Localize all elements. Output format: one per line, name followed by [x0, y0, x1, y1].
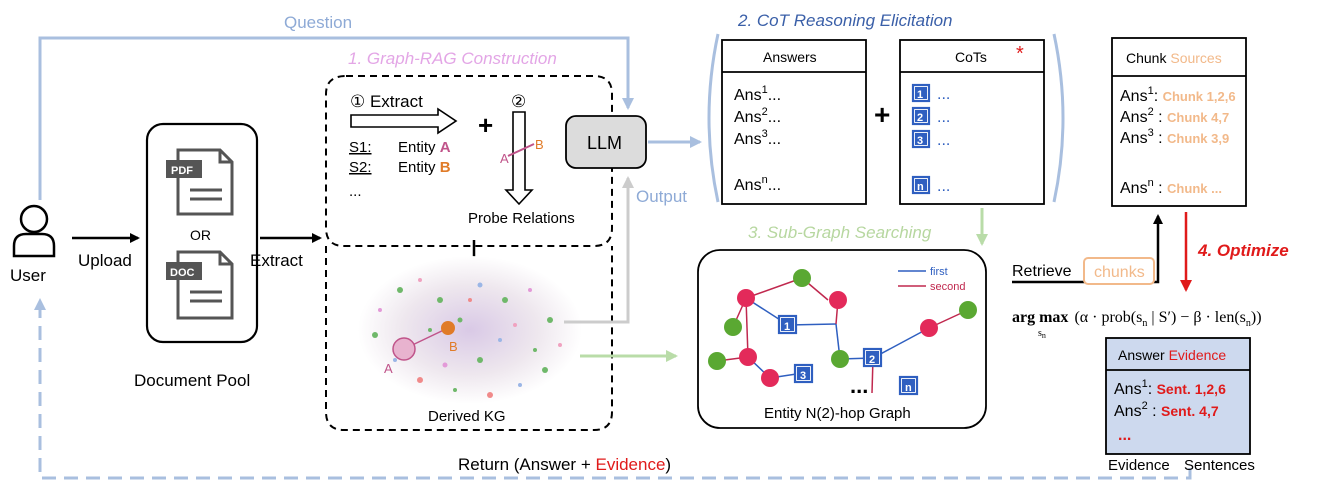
- subgraph-title: 3. Sub-Graph Searching: [748, 223, 932, 242]
- kg-to-llm-arrow: [564, 176, 634, 324]
- or-label: OR: [190, 227, 211, 243]
- kg-cloud: [358, 256, 582, 404]
- derived-kg-label: Derived KG: [428, 408, 506, 425]
- probe-hollow-arrow: [504, 111, 534, 206]
- s-ellipsis: ...: [349, 183, 362, 200]
- s2-label: S2:: [349, 159, 372, 176]
- doc-label: DOC: [170, 267, 195, 279]
- chunk-sources-table: [1111, 37, 1247, 207]
- formula: arg max(α · prob(sn | S′) − β · len(sn)): [1012, 309, 1262, 329]
- doc-file-icon: [166, 250, 234, 320]
- svg-text:3: 3: [917, 135, 923, 147]
- chunk-row-n: Ansn : Chunk ...: [1120, 177, 1222, 197]
- chunk-row-3: Ans3 : Chunk 3,9: [1120, 127, 1229, 147]
- extract-hollow-arrow: [350, 107, 458, 135]
- answers-header: Answers: [763, 49, 817, 65]
- cot-row-n: n ...: [911, 175, 950, 195]
- evidence-table: [1105, 337, 1251, 455]
- step1-label: ① Extract: [350, 92, 423, 111]
- subgraph-nodes: [708, 269, 977, 387]
- upload-label: Upload: [78, 251, 132, 270]
- legend-second: second: [930, 281, 965, 293]
- chunks-tag-label: chunks: [1094, 264, 1145, 281]
- answer-row-n: Ansn...: [734, 174, 781, 194]
- user-label: User: [10, 266, 46, 285]
- svg-text:n: n: [917, 181, 924, 193]
- kg-label-a: A: [384, 361, 393, 376]
- svg-text:3: 3: [800, 370, 806, 382]
- question-label: Question: [284, 13, 352, 32]
- output-label: Output: [636, 187, 687, 206]
- retrieve-label: Retrieve: [1012, 263, 1072, 280]
- svg-text:2: 2: [869, 354, 875, 366]
- svg-text:1: 1: [917, 89, 923, 101]
- cot-row-2: 2 ...: [911, 106, 950, 126]
- probe-node-b: B: [535, 137, 544, 152]
- s1-entity: Entity A: [398, 139, 451, 156]
- legend-first: first: [930, 266, 948, 278]
- extract-label: Extract: [250, 251, 303, 270]
- llm-label: LLM: [587, 133, 622, 153]
- answer-row-3: Ans3...: [734, 128, 781, 148]
- graph-rag-title: 1. Graph-RAG Construction: [348, 49, 557, 68]
- svg-text:...: ...: [937, 109, 950, 126]
- document-pool-label: Document Pool: [134, 371, 250, 390]
- pdf-file-icon: [166, 148, 234, 216]
- subgraph-ellipsis: ...: [850, 373, 868, 398]
- probe-relations-label: Probe Relations: [468, 210, 575, 227]
- user-icon: [12, 204, 56, 258]
- kg-label-b: B: [449, 339, 458, 354]
- question-line: [38, 36, 634, 200]
- left-paren: [707, 33, 720, 203]
- retrieve-line: [1012, 214, 1163, 284]
- llm-box: [565, 115, 647, 169]
- answer-row-1: Ans1...: [734, 84, 781, 104]
- cot-row-3: 3 ...: [911, 129, 950, 149]
- s2-entity: Entity B: [398, 159, 451, 176]
- step2-label: ②: [511, 92, 526, 111]
- evidence-header: Answer Evidence: [1118, 347, 1226, 363]
- probe-node-a: A: [500, 151, 509, 166]
- subgraph-caption: Entity N(2)-hop Graph: [764, 405, 911, 422]
- evidence-caption-b: Sentences: [1184, 457, 1255, 474]
- probe-edge: [507, 143, 535, 157]
- evidence-caption-a: Evidence: [1108, 457, 1170, 474]
- svg-text:1: 1: [784, 321, 790, 333]
- svg-text:2: 2: [917, 112, 923, 124]
- subgraph-badges: 1 2 3 n: [777, 314, 919, 396]
- return-label: Return (Answer + Evidence): [458, 455, 671, 474]
- answers-table: [721, 39, 867, 205]
- plus-2: +: [874, 99, 890, 130]
- optimize-label: 4. Optimize: [1197, 241, 1289, 260]
- cots-header: CoTs: [955, 49, 987, 65]
- cot-row-1: 1 ...: [911, 83, 950, 103]
- derived-kg-box: [325, 246, 613, 431]
- svg-text:...: ...: [937, 178, 950, 195]
- subgraph-legend: [898, 270, 926, 287]
- chunks-tag: [1083, 257, 1155, 285]
- evidence-row-1: Ans1: Sent. 1,2,6: [1114, 378, 1226, 398]
- right-paren: [1052, 33, 1065, 203]
- chunk-sources-header: Chunk Sources: [1126, 50, 1222, 66]
- graph-rag-box: [325, 75, 613, 247]
- kg-node-b: [441, 321, 455, 335]
- chunk-row-1: Ans1: Chunk 1,2,6: [1120, 85, 1236, 105]
- kg-dots: [372, 278, 562, 398]
- evidence-row-2: Ans2 : Sent. 4,7: [1114, 400, 1219, 420]
- return-line: [34, 298, 1192, 480]
- evidence-ellipsis: ...: [1118, 427, 1131, 444]
- svg-text:n: n: [905, 382, 912, 394]
- chunk-row-2: Ans2 : Chunk 4,7: [1120, 106, 1229, 126]
- pdf-label: PDF: [171, 165, 193, 177]
- s1-label: S1:: [349, 139, 372, 156]
- svg-text:...: ...: [937, 132, 950, 149]
- cot-elicitation-title: 2. CoT Reasoning Elicitation: [737, 11, 953, 30]
- answer-row-2: Ans2...: [734, 106, 781, 126]
- formula-subscript: sn: [1038, 328, 1046, 340]
- cots-star: *: [1016, 43, 1024, 65]
- plus-1: +: [478, 110, 493, 140]
- svg-text:...: ...: [937, 86, 950, 103]
- kg-node-a: [392, 337, 416, 361]
